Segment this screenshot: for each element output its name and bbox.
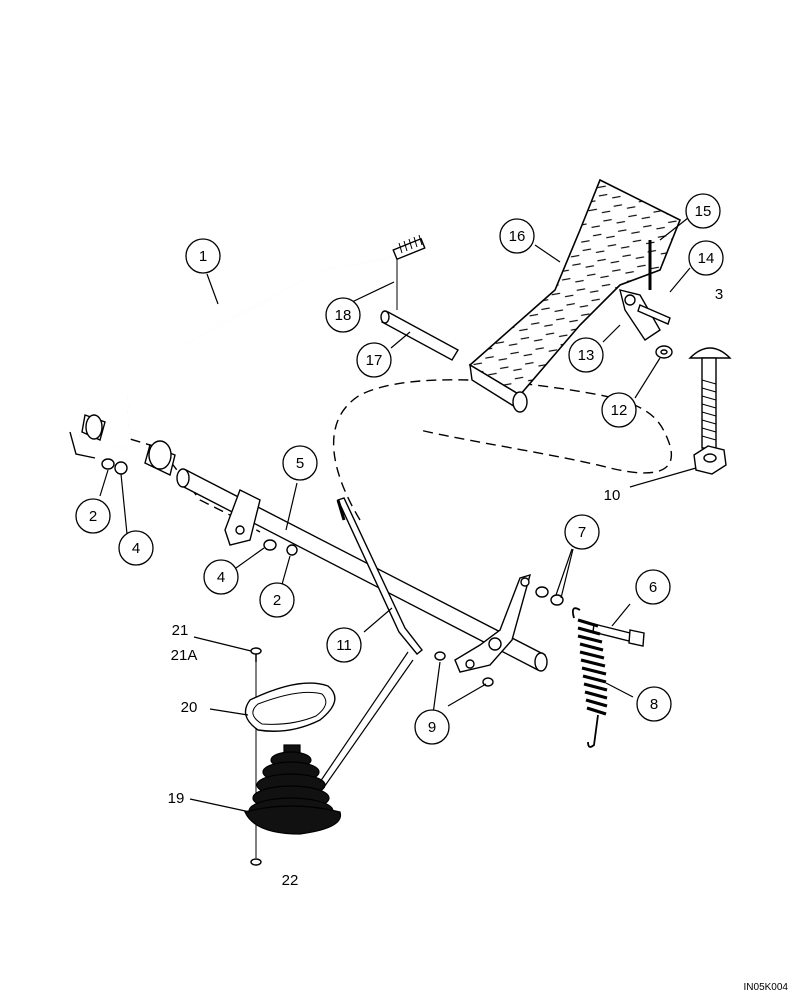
- callout-16: 16: [499, 218, 535, 254]
- label-21A: 21A: [171, 647, 198, 664]
- callout-2-left: 2: [75, 498, 111, 534]
- svg-text:4: 4: [217, 569, 225, 586]
- leader-lines: [99, 217, 697, 813]
- part-1-rod-end: [69, 431, 96, 459]
- svg-text:18: 18: [335, 307, 352, 324]
- part-6-bolt: [592, 623, 645, 647]
- part-18-threaded-end: [392, 234, 426, 310]
- label-19: 19: [168, 790, 185, 807]
- label-3: 3: [715, 286, 723, 303]
- part-1-rod-inner: [79, 256, 401, 452]
- callout-15: 15: [685, 193, 721, 229]
- callout-1: 1: [185, 238, 221, 274]
- svg-text:1: 1: [199, 248, 207, 265]
- part-4-washer-left: [114, 461, 128, 475]
- part-3-bolt: [688, 347, 732, 449]
- bracket-hole: [235, 525, 245, 535]
- part-17-pin: [380, 310, 459, 361]
- part-22-nut: [250, 858, 262, 866]
- part-19-boot: [244, 744, 342, 835]
- part-11-control-rod: [336, 497, 423, 655]
- svg-text:16: 16: [509, 228, 526, 245]
- part-4-washer-mid: [263, 539, 277, 551]
- part-2-nut-left: [101, 458, 115, 470]
- svg-text:2: 2: [273, 592, 281, 609]
- label-22: 22: [282, 872, 299, 889]
- svg-text:17: 17: [366, 352, 383, 369]
- callout-12: 12: [601, 392, 637, 428]
- part-2-nut-mid: [286, 544, 298, 556]
- callout-18: 18: [325, 297, 361, 333]
- svg-text:12: 12: [611, 402, 628, 419]
- callout-17: 17: [356, 342, 392, 378]
- part-9-nut-a: [434, 651, 446, 661]
- figure-code: IN05K004: [744, 982, 789, 993]
- svg-text:15: 15: [695, 203, 712, 220]
- part-8-spring: [571, 607, 608, 748]
- callout-4-left: 4: [118, 530, 154, 566]
- svg-text:7: 7: [578, 524, 586, 541]
- part-7-nut-a: [535, 586, 549, 598]
- part-5-cross-shaft: [81, 414, 548, 672]
- callout-4-mid: 4: [203, 559, 239, 595]
- shaft-bracket: [224, 489, 261, 546]
- callout-5: 5: [282, 445, 318, 481]
- part-20-plate: [244, 682, 336, 732]
- callout-9: 9: [414, 709, 450, 745]
- svg-text:11: 11: [336, 637, 352, 654]
- part-16-pedal: [468, 178, 682, 413]
- svg-text:4: 4: [132, 540, 140, 557]
- part-7-nut-b: [550, 594, 564, 606]
- svg-text:5: 5: [296, 455, 304, 472]
- svg-text:2: 2: [89, 508, 97, 525]
- svg-text:8: 8: [650, 696, 658, 713]
- svg-text:9: 9: [428, 719, 436, 736]
- callout-2-mid: 2: [259, 582, 295, 618]
- callout-11: 11: [326, 627, 362, 663]
- callout-6: 6: [635, 569, 671, 605]
- label-21: 21: [172, 622, 189, 639]
- callout-13: 13: [568, 337, 604, 373]
- part-14-pin: [637, 304, 671, 325]
- svg-text:6: 6: [649, 579, 657, 596]
- part-12-nut: [655, 345, 673, 359]
- svg-text:14: 14: [698, 250, 715, 267]
- callout-7: 7: [564, 514, 600, 550]
- part-13-clevis: [619, 289, 661, 341]
- svg-text:13: 13: [578, 347, 595, 364]
- label-10: 10: [604, 487, 621, 504]
- callout-8: 8: [636, 686, 672, 722]
- label-20: 20: [181, 699, 198, 716]
- callout-14: 14: [688, 240, 724, 276]
- lever-arm: [454, 573, 532, 673]
- part-10-nut: [693, 445, 727, 475]
